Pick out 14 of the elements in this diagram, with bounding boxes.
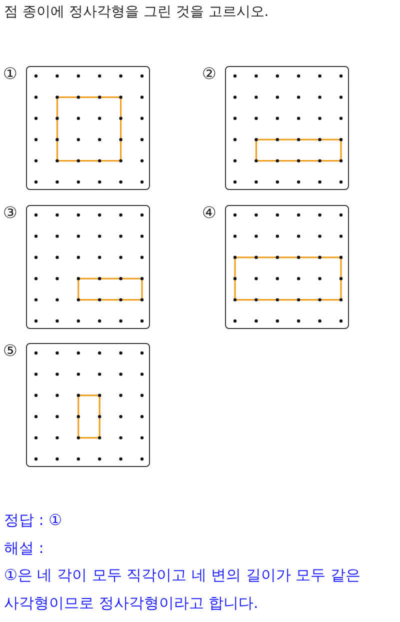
dot-paper xyxy=(26,343,150,467)
dot-paper xyxy=(26,205,150,329)
explanation-text: ①은 네 각이 모두 직각이고 네 변의 길이가 모두 같은 사각형이므로 정사각형이라고 합니다. xyxy=(4,565,362,614)
explanation-heading: 해설 : xyxy=(4,539,44,558)
choice-number: ④ xyxy=(202,203,216,222)
choice-number: ⑤ xyxy=(3,341,18,360)
choice-number: ② xyxy=(202,64,216,83)
dot-paper xyxy=(225,205,349,329)
dot-paper xyxy=(26,66,150,190)
choice-number: ③ xyxy=(3,203,18,222)
answer-text: 정답 : ① xyxy=(4,511,62,530)
question-text: 점 종이에 정사각형을 그린 것을 고르시오. xyxy=(4,3,269,21)
choice-number: ① xyxy=(3,64,18,83)
dot-paper xyxy=(225,66,349,190)
